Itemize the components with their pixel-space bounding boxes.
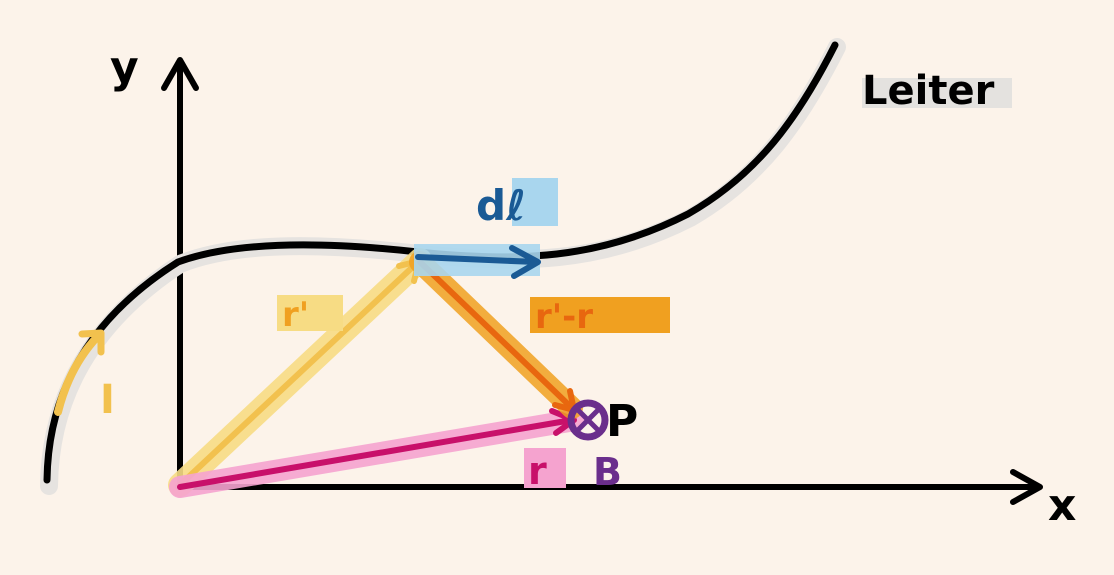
point-label: P [606, 396, 638, 447]
current-label: I [100, 377, 115, 423]
y-axis-label: y [110, 42, 139, 93]
dl-label: dℓ [476, 181, 526, 230]
x-axis [175, 469, 1043, 505]
dl-label-highlight [512, 178, 558, 226]
r-label: r [528, 449, 547, 493]
difference-label: r'-r [535, 297, 593, 337]
r-prime-label: r' [282, 295, 309, 335]
difference-label-highlight [530, 297, 670, 333]
r-prime-label-highlight [277, 295, 343, 331]
wire-label-highlight [862, 78, 1012, 108]
x-axis-label: x [1048, 480, 1076, 531]
field-into-page-symbol [567, 399, 609, 441]
field-label: B [593, 450, 622, 494]
wire-label: Leiter [862, 68, 995, 114]
dl-vector [415, 245, 541, 279]
current-arrow [54, 329, 105, 416]
r-label-highlight [524, 448, 566, 488]
